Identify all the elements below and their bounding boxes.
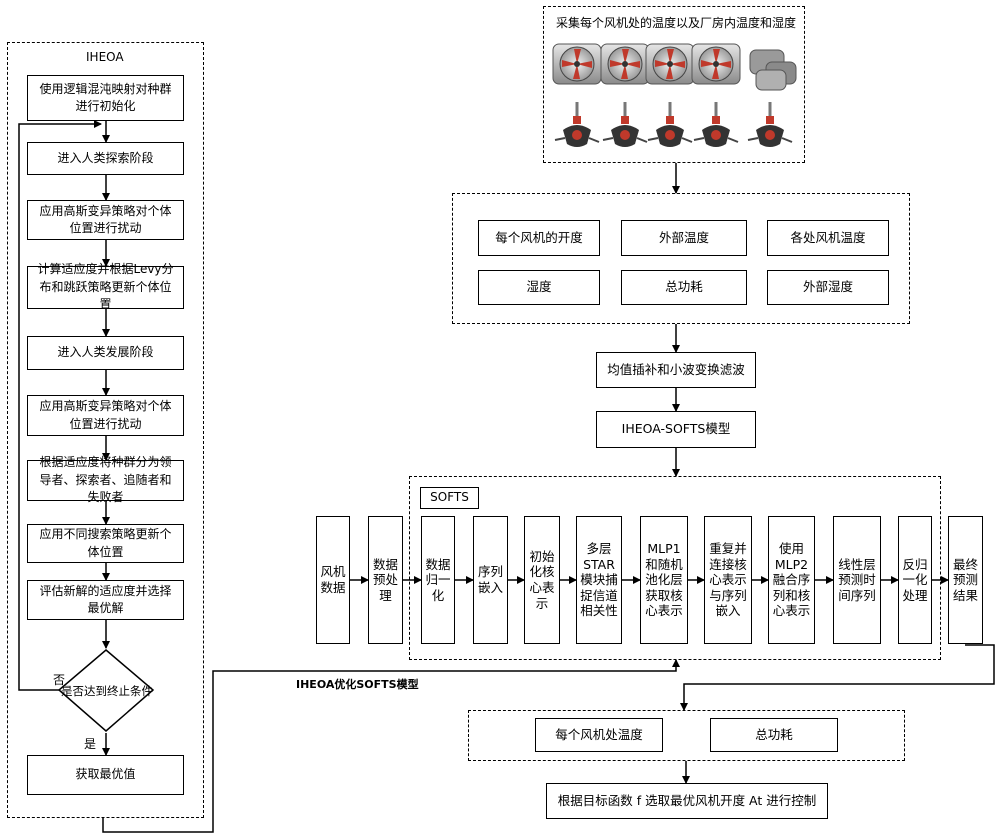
- softs-seq-embed: 序列嵌入: [473, 516, 508, 644]
- input-total-power: 总功耗: [621, 270, 747, 305]
- ihoea-title: IHEOA: [86, 50, 124, 64]
- yes-label: 是: [84, 735, 96, 752]
- ihoea-result: 获取最优值: [27, 755, 184, 795]
- outputs-container: [468, 710, 905, 761]
- softs-mlp1: MLP1和随机池化层获取核心表示: [640, 516, 688, 644]
- ihoea-step-4: 计算适应度并根据Levy分布和跳跃策略更新个体位置: [27, 266, 184, 309]
- input-external-temp: 外部温度: [621, 220, 747, 256]
- control-box: 根据目标函数 f 选取最优风机开度 At 进行控制: [546, 783, 828, 819]
- softs-denormalize: 反归一化处理: [898, 516, 932, 644]
- input-humidity: 湿度: [478, 270, 600, 305]
- softs-fan-data: 风机数据: [316, 516, 350, 644]
- softs-linear-predict: 线性层预测时间序列: [833, 516, 881, 644]
- no-label: 否: [53, 671, 65, 688]
- ihoea-step-9: 评估新解的适应度并选择最优解: [27, 580, 184, 620]
- ihoea-step-8: 应用不同搜索策略更新个体位置: [27, 524, 184, 563]
- optimize-label: IHEOA优化SOFTS模型: [296, 676, 419, 692]
- softs-star-module: 多层STAR模块捕捉信道相关性: [576, 516, 622, 644]
- ihoea-step-1: 使用逻辑混沌映射对种群进行初始化: [27, 75, 184, 121]
- ihoea-step-5: 进入人类发展阶段: [27, 336, 184, 370]
- softs-final-result: 最终预测结果: [948, 516, 983, 644]
- model-box: IHEOA-SOFTS模型: [596, 411, 756, 448]
- input-fan-temps: 各处风机温度: [767, 220, 889, 256]
- ihoea-step-3: 应用高斯变异策略对个体位置进行扰动: [27, 200, 184, 240]
- decision-label: 是否达到终止条件: [56, 683, 158, 699]
- preprocess-box: 均值插补和小波变换滤波: [596, 352, 756, 388]
- sensor-title: 采集每个风机处的温度以及厂房内温度和湿度: [556, 14, 796, 31]
- input-external-humidity: 外部湿度: [767, 270, 889, 305]
- softs-preprocess: 数据预处理: [368, 516, 403, 644]
- output-fan-temp: 每个风机处温度: [535, 718, 663, 752]
- softs-repeat-concat: 重复并连接核心表示与序列嵌入: [704, 516, 752, 644]
- output-total-power: 总功耗: [710, 718, 838, 752]
- ihoea-step-6: 应用高斯变异策略对个体位置进行扰动: [27, 395, 184, 436]
- softs-mlp2: 使用MLP2融合序列和核心表示: [768, 516, 815, 644]
- softs-normalize: 数据归一化: [421, 516, 455, 644]
- ihoea-step-7: 根据适应度将种群分为领导者、探索者、追随者和失败者: [27, 460, 184, 501]
- input-fan-opening: 每个风机的开度: [478, 220, 600, 256]
- softs-init-core: 初始化核心表示: [524, 516, 560, 644]
- ihoea-step-2: 进入人类探索阶段: [27, 142, 184, 175]
- softs-title: SOFTS: [420, 487, 479, 509]
